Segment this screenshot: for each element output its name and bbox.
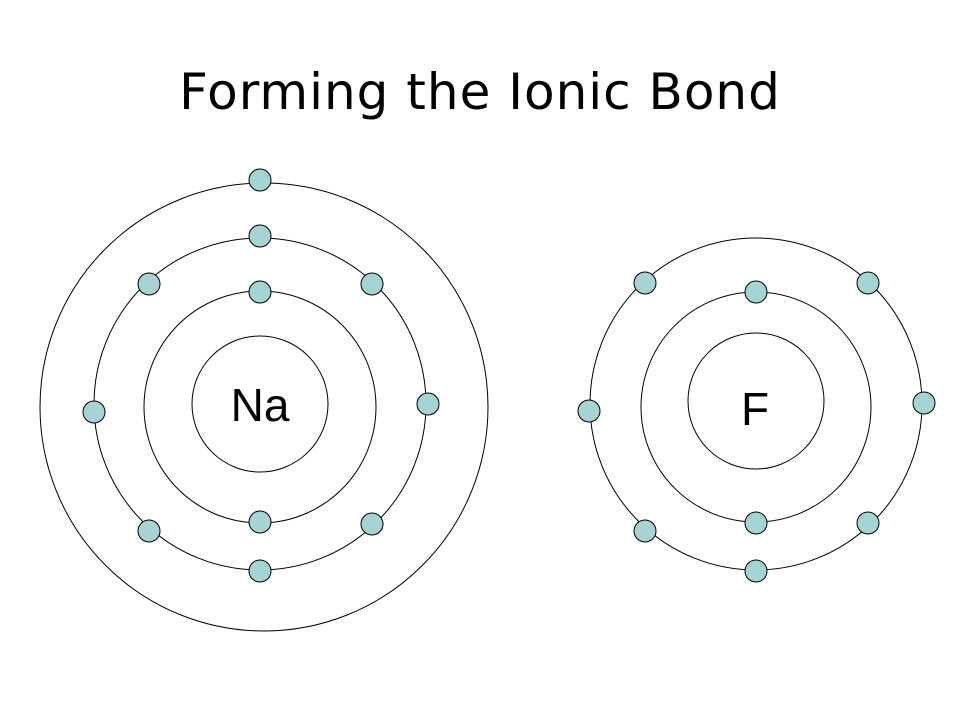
sodium-electron <box>248 224 272 248</box>
fluorine-electron <box>577 399 601 423</box>
fluorine-atom: F <box>577 237 936 583</box>
sodium-nucleus <box>191 335 329 473</box>
sodium-electron <box>137 519 161 543</box>
fluorine-nucleus <box>687 332 825 470</box>
fluorine-electron <box>744 511 768 535</box>
sodium-electron <box>248 168 272 192</box>
sodium-atom: Na <box>39 168 489 632</box>
sodium-electron <box>416 392 440 416</box>
fluorine-electron <box>633 271 657 295</box>
sodium-electron <box>248 559 272 583</box>
sodium-electron <box>360 512 384 536</box>
fluorine-electron <box>744 559 768 583</box>
slide-title: Forming the Ionic Bond <box>179 63 781 121</box>
sodium-symbol: Na <box>231 379 290 431</box>
fluorine-electron <box>856 271 880 295</box>
sodium-electron <box>248 280 272 304</box>
sodium-electron <box>248 510 272 534</box>
sodium-electron <box>82 400 106 424</box>
fluorine-electron <box>856 511 880 535</box>
fluorine-symbol: F <box>741 383 769 435</box>
fluorine-electron <box>912 391 936 415</box>
fluorine-electron <box>744 280 768 304</box>
sodium-electron <box>137 272 161 296</box>
sodium-electron <box>360 272 384 296</box>
fluorine-electron <box>633 519 657 543</box>
